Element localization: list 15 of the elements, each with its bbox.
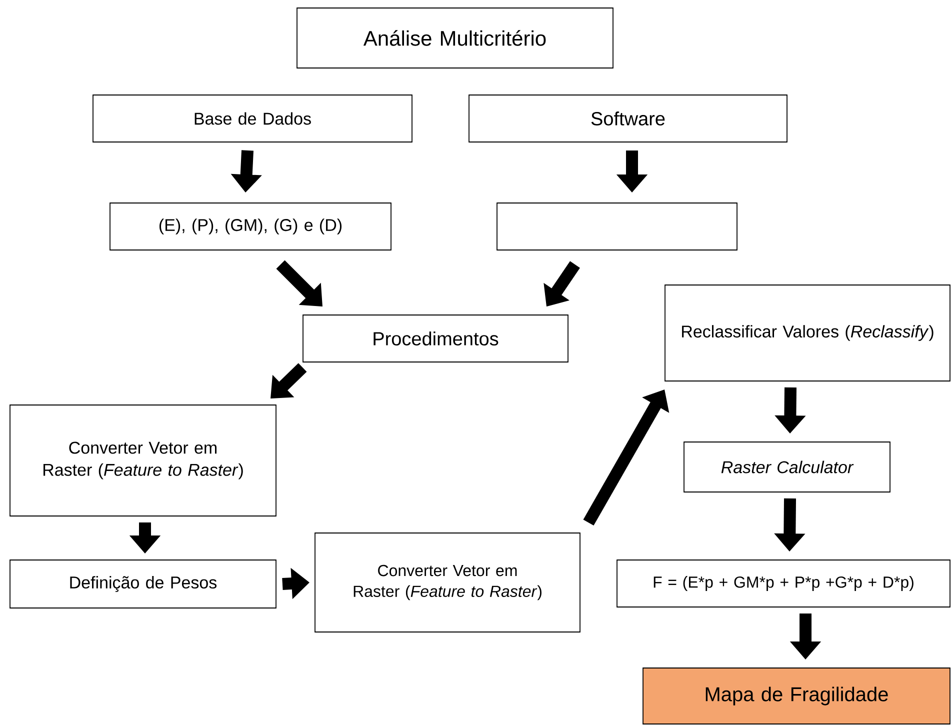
process-box: Converter Vetor em Raster (Feature to Raster): [10, 404, 276, 516]
process-box: Raster Calculator: [684, 442, 890, 492]
title-box: Análise Multicritério: [296, 8, 614, 68]
arrow: [270, 363, 307, 398]
process-box: Base de Dados: [92, 94, 412, 142]
process-box: Definição de Pesos: [10, 560, 276, 608]
arrow: [276, 260, 322, 306]
process-box: (E), (P), (GM), (G) e (D): [110, 202, 392, 250]
result-box: Mapa de Fragilidade: [642, 668, 950, 724]
process-box: Converter Vetor em Raster (Feature to Raster): [314, 532, 580, 632]
process-box: Reclassificar Valores (Reclassify): [664, 284, 950, 382]
process-box: [496, 202, 738, 250]
process-box: Software: [468, 94, 788, 142]
formula-box: F = (E*p + GM*p + P*p +G*p + D*p): [616, 560, 950, 608]
process-box: Procedimentos: [302, 314, 568, 362]
